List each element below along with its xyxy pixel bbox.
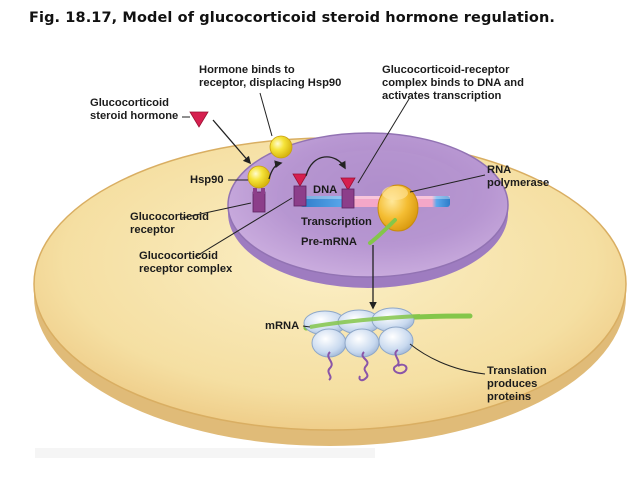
label-translation-line1: Translation <box>487 365 547 377</box>
label-mrna: mRNA <box>265 320 300 332</box>
label-translation-line2: produces <box>487 378 538 390</box>
label-hormone-line1: Glucocorticoid <box>90 97 169 109</box>
hsp90-displaced-icon <box>269 135 293 159</box>
label-receptor-line1: Glucocorticoid <box>130 211 209 223</box>
label-complex-binds-line2: complex binds to DNA and <box>382 77 524 89</box>
reflection-strip <box>35 448 375 458</box>
hormone-bound-cyto-icon <box>292 173 308 187</box>
nucleus <box>227 132 509 288</box>
label-glucocorticoid-receptor: Glucocorticoid receptor <box>130 211 209 237</box>
mrna-strand-front <box>309 314 421 329</box>
label-hsp90: Hsp90 <box>190 174 224 186</box>
label-rna-polymerase: RNA polymerase <box>487 164 549 190</box>
receptor-free-icon <box>252 188 266 213</box>
label-hormone-binds-line1: Hormone binds to <box>199 64 295 76</box>
receptor-on-dna-icon <box>341 188 355 209</box>
label-rna-polymerase-line2: polymerase <box>487 177 550 189</box>
label-dna: DNA <box>313 184 338 196</box>
label-receptor-complex-line2: receptor complex <box>139 263 233 275</box>
label-complex-binds-line1: Glucocorticoid-receptor <box>382 64 510 76</box>
protein-chains <box>327 349 408 382</box>
label-complex-binds-dna: Glucocorticoid-receptor complex binds to… <box>382 64 524 103</box>
dna-strand <box>300 196 450 207</box>
rna-polymerase-icon <box>377 184 419 232</box>
label-translation: Translation produces proteins <box>487 365 547 404</box>
label-rna-polymerase-line1: RNA <box>487 164 512 176</box>
ribosome-2 <box>337 309 381 358</box>
label-translation-line3: proteins <box>487 391 532 403</box>
ribosome-3 <box>371 307 415 356</box>
hormone-outside-icon <box>189 111 209 128</box>
label-transcription: Transcription <box>301 216 372 228</box>
label-glucocorticoid-hormone: Glucocorticoid steroid hormone <box>90 97 178 123</box>
label-hormone-line2: steroid hormone <box>90 110 179 122</box>
label-receptor-complex-line1: Glucocorticoid <box>139 250 218 262</box>
receptor-complex-icon <box>293 185 307 207</box>
hsp90-bound-icon <box>247 165 271 189</box>
figure-title: Fig. 18.17, Model of glucocorticoid ster… <box>29 10 556 26</box>
label-hormone-binds-line2: receptor, displacing Hsp90 <box>199 77 342 89</box>
label-complex-binds-line3: activates transcription <box>382 90 502 102</box>
label-receptor-complex: Glucocorticoid receptor complex <box>139 250 232 276</box>
label-hormone-binds: Hormone binds to receptor, displacing Hs… <box>199 64 341 90</box>
label-receptor-line2: receptor <box>130 224 175 236</box>
pre-mrna-strand <box>368 218 397 245</box>
hormone-bound-dna-icon <box>340 177 356 191</box>
leader-lines <box>181 92 486 375</box>
label-pre-mrna: Pre-mRNA <box>301 236 357 248</box>
process-arrows <box>212 119 377 310</box>
